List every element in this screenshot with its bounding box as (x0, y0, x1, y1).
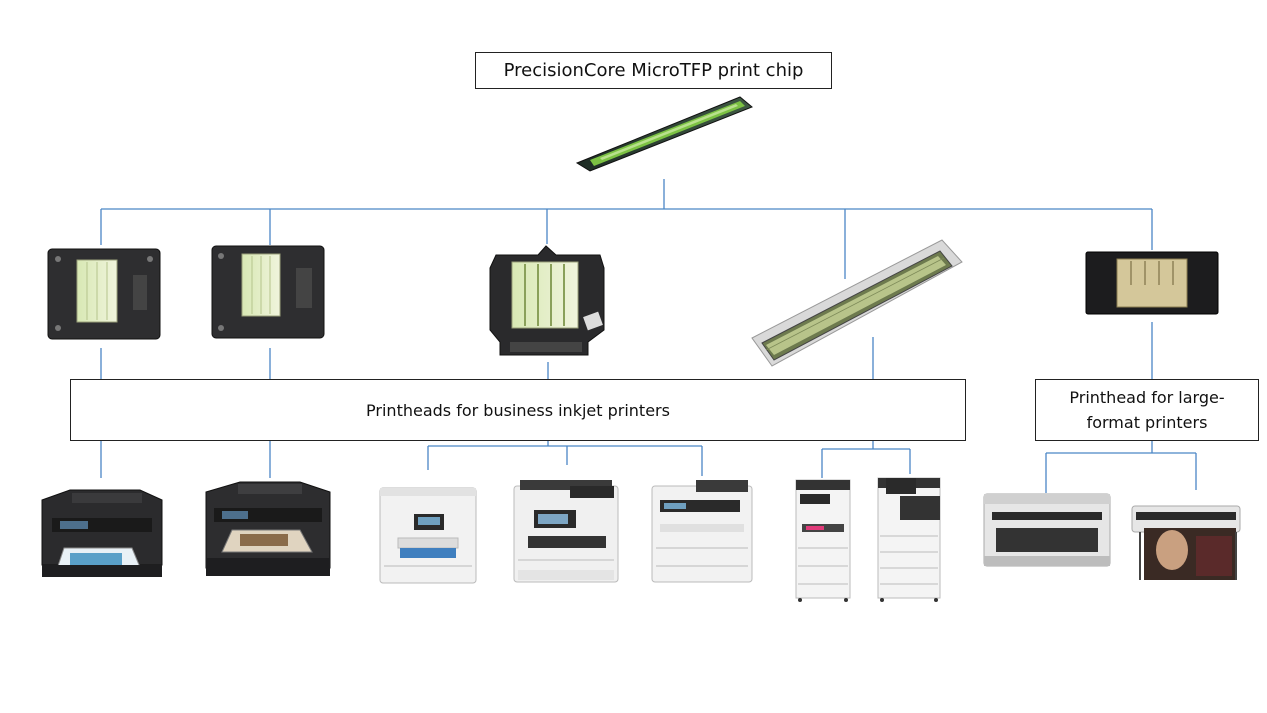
printhead-icon (489, 245, 605, 356)
printer-icon (513, 480, 619, 583)
printer-icon (1131, 505, 1241, 580)
printer-icon (795, 479, 851, 602)
business-printheads-label: Printheads for business inkjet printers (70, 379, 966, 441)
large-format-printhead-label: Printhead for large-format printers (1035, 379, 1259, 441)
chip-title-label: PrecisionCore MicroTFP print chip (475, 52, 832, 89)
printer-icon (41, 489, 163, 577)
printer-icon (379, 487, 477, 584)
printhead-icon (1085, 251, 1219, 315)
connector-lines (100, 179, 1197, 493)
printhead-icon (751, 239, 963, 367)
printer-icon (651, 480, 753, 583)
printer-icon (983, 493, 1111, 567)
printhead-icon (211, 245, 325, 339)
print-chip-icon (575, 96, 753, 172)
printer-icon (205, 481, 331, 576)
printhead-icon (47, 248, 161, 340)
printer-icon (877, 477, 941, 602)
